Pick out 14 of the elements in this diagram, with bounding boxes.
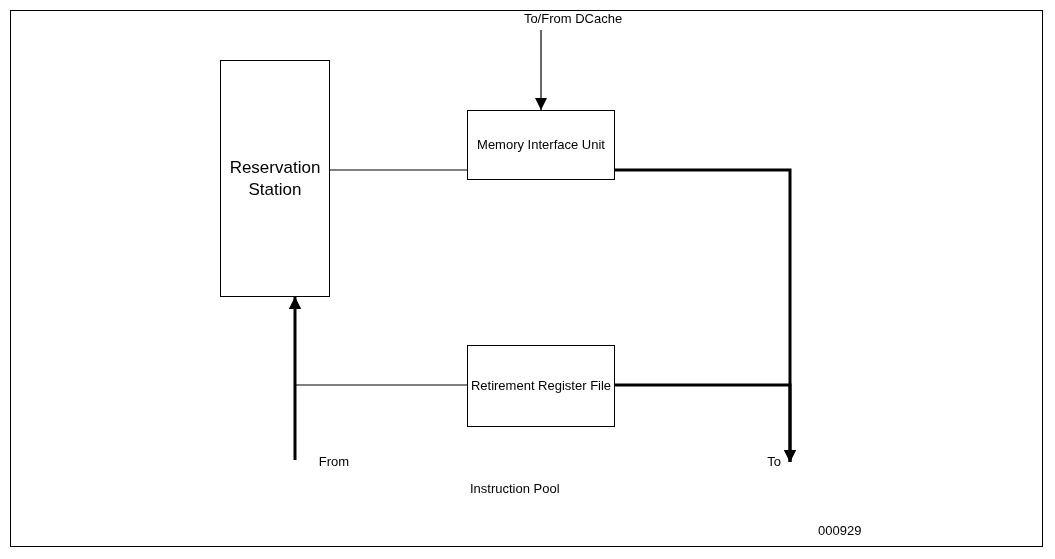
- box-label: Retirement Register File: [470, 377, 612, 395]
- bus-label: To: [767, 453, 781, 471]
- region-label: Instruction Pool: [470, 481, 560, 496]
- process-box: [220, 60, 330, 297]
- arrow: [615, 383, 796, 462]
- figure-number: 000929: [818, 523, 862, 538]
- box-label: Memory Interface Unit: [477, 136, 605, 154]
- box-label: Reservation Station: [228, 157, 322, 200]
- bus-label: To/From DCache: [523, 10, 623, 28]
- arrow: [535, 29, 547, 111]
- process-box: [467, 110, 615, 180]
- bus-label: From: [318, 453, 350, 471]
- arrow: [289, 296, 468, 386]
- process-box: [467, 345, 615, 427]
